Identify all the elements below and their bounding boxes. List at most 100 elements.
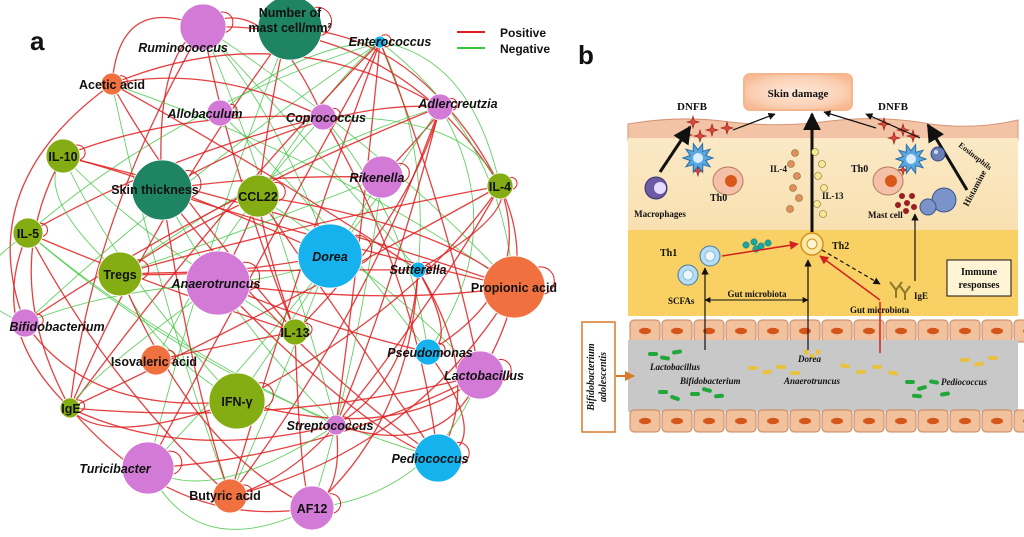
node-skin (131, 159, 193, 221)
gut-microbiota-left-label: Gut microbiota (727, 289, 787, 299)
edge-positive (417, 185, 503, 271)
edge-positive (111, 77, 324, 118)
gut-epithelium-bottom (629, 409, 1024, 433)
bacterium (714, 393, 724, 399)
cell-nucleus (863, 417, 875, 425)
node-mastcell (257, 0, 323, 61)
bacterium (988, 355, 998, 361)
edge-negative (202, 26, 337, 426)
histamine-granule (903, 208, 909, 214)
epithelial-cell (1013, 319, 1024, 343)
cytokine-dot (789, 184, 797, 192)
node-af12 (289, 485, 335, 531)
cytokine-dot (795, 194, 803, 202)
cell-nucleus (703, 327, 715, 335)
edge-negative (119, 176, 383, 275)
arrow-th2-to-ige (821, 249, 881, 285)
dnfb-star (685, 114, 701, 130)
arrow-gut-to-th2 (819, 255, 881, 301)
node-label-acetic: Acetic acid (79, 78, 145, 92)
network-nodes (10, 0, 546, 531)
edge-positive (69, 407, 313, 513)
cell-nucleus (831, 327, 843, 335)
bacterium (670, 394, 680, 402)
bacterium (672, 349, 682, 355)
node-pediococcus (413, 433, 463, 483)
node-label-bifido: Bifidobacterium (9, 320, 104, 334)
node-sutterella (409, 261, 427, 279)
node-label-il5: IL-5 (17, 227, 39, 241)
bacterium (888, 370, 898, 376)
node-label-sutterella: Sutterella (390, 263, 447, 277)
th1-cytokines (742, 238, 772, 253)
th2-cell (800, 232, 824, 256)
cell-nucleus (799, 417, 811, 425)
cell-nucleus (927, 417, 939, 425)
node-label-il4: IL-4 (489, 180, 511, 194)
bacterium (748, 366, 758, 370)
bacterium (856, 369, 866, 375)
il13-label: IL-13 (822, 191, 844, 201)
arrow-th1-inhibit-th2 (721, 240, 799, 257)
edge-negative (322, 116, 501, 187)
edge-positive (335, 185, 501, 426)
node-label-enterococcus: Enterococcus (349, 35, 432, 49)
node-coprococcus (309, 103, 337, 131)
bacterium (905, 380, 915, 384)
bacterium (960, 358, 970, 362)
edge-positive (161, 189, 231, 497)
node-label-propionic: Propionic acid (471, 281, 557, 295)
node-pseudomonas (414, 338, 442, 366)
edge-negative (257, 195, 481, 376)
cytokine-dot (811, 148, 819, 156)
dnfb-star (905, 128, 921, 144)
edge-negative (24, 41, 381, 324)
node-dorea (297, 223, 363, 289)
node-label-il13: IL-13 (280, 326, 309, 340)
arrow-dnfb-right-to-damage (823, 110, 877, 129)
macrophage-cell (644, 176, 668, 200)
node-enterococcus (373, 35, 387, 49)
cell-nucleus (991, 417, 1003, 425)
legend-positive-label: Positive (500, 26, 546, 40)
edge-negative (27, 41, 381, 234)
edge-positive (30, 155, 71, 409)
gut-lumen (628, 340, 1018, 412)
cell-nucleus (895, 417, 907, 425)
node-turicibacter (121, 441, 175, 495)
bacterium (872, 365, 882, 369)
edge-negative (379, 41, 501, 187)
node-bifido (10, 308, 40, 338)
th0-left-label: Th0 (710, 193, 727, 204)
edge-negative (202, 26, 515, 288)
immune-responses-box (946, 259, 1012, 297)
macrophages-label: Macrophages (634, 209, 686, 219)
cell-nucleus (767, 417, 779, 425)
edge-positive (147, 41, 381, 469)
th1-cell (677, 245, 721, 286)
panel-b-letter: b (578, 40, 594, 70)
node-label-anaerotruncus: Anaerotruncus (171, 277, 261, 291)
edge-negative (311, 374, 481, 509)
node-adlercreutzia (426, 93, 454, 121)
bacterium (702, 387, 712, 393)
edge-positive (24, 106, 441, 324)
bacterium (917, 385, 927, 391)
node-label-turicibacter: Turicibacter (79, 462, 151, 476)
node-allobaculum (206, 99, 234, 127)
bacterium (912, 393, 922, 399)
dnfb-star (704, 122, 720, 138)
edge-negative (219, 41, 381, 114)
bacterium (658, 390, 668, 394)
node-label-allobaculum: Allobaculum (166, 107, 242, 121)
edge-positive (311, 269, 419, 509)
histamine-granule (909, 193, 915, 199)
network-legend: Positive Negative (457, 26, 550, 56)
arrow-histamine-to-damage (926, 123, 969, 191)
th0-right-label: Th0 (851, 164, 868, 175)
panel-a-letter: a (30, 26, 45, 56)
edge-positive (379, 41, 481, 376)
cytokine-particles (786, 148, 828, 218)
